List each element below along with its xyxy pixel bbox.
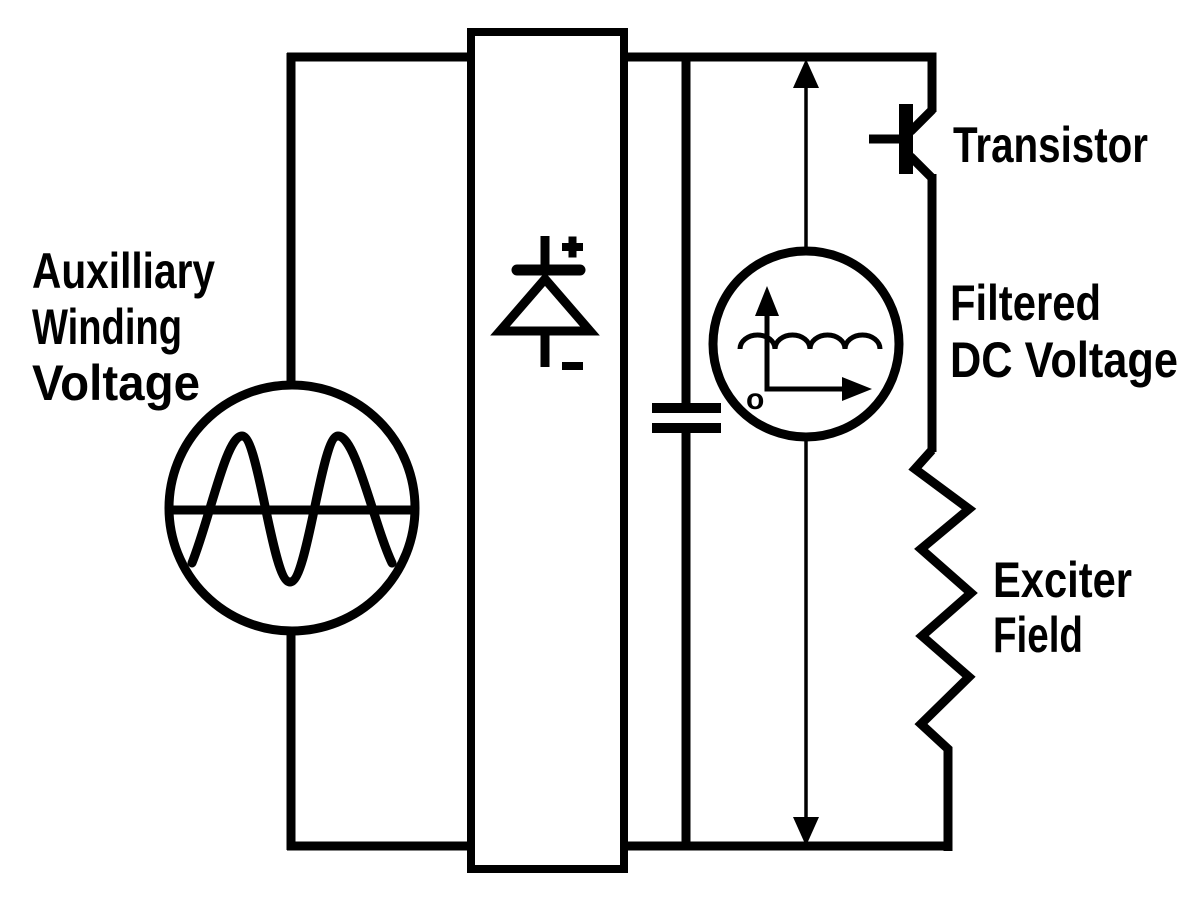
voltage-measurement-arrow-icon <box>793 59 819 846</box>
resistor-icon <box>908 446 978 851</box>
diode-icon <box>490 236 600 370</box>
meter-origin-label: o <box>746 383 764 416</box>
dc-meter-icon: o <box>708 246 904 442</box>
rectifier-icon <box>467 28 628 873</box>
transistor-base-bar <box>899 104 913 174</box>
source-label-line2: Winding <box>32 299 182 355</box>
meter-axis-arrow-right-icon <box>842 377 872 401</box>
filtered-dc-label-line2: DC Voltage <box>950 332 1178 388</box>
transistor-icon <box>869 104 937 183</box>
transistor-collector-lead <box>906 105 937 136</box>
exciter-field-label-line1: Exciter <box>993 552 1132 608</box>
source-label-line1: Auxilliary <box>32 243 215 299</box>
plus-sign-icon <box>562 236 583 258</box>
diagram-labels: Auxilliary Winding Voltage Transistor Fi… <box>32 117 1178 663</box>
capacitor-icon <box>652 403 721 433</box>
exciter-field-label-line2: Field <box>993 607 1083 663</box>
transistor-label: Transistor <box>953 117 1148 173</box>
sine-wave-icon <box>187 431 397 587</box>
arrowhead-up-icon <box>793 59 819 88</box>
transistor-emitter-lead <box>906 152 937 183</box>
filtered-dc-label-line1: Filtered <box>950 275 1101 331</box>
arrowhead-down-icon <box>793 817 819 846</box>
source-label-line3: Voltage <box>32 355 200 411</box>
ac-source-icon <box>164 380 420 636</box>
ripple-waveform-icon <box>737 332 883 350</box>
rectifier-box <box>467 28 628 873</box>
meter-axis-arrow-up-icon <box>755 286 779 316</box>
